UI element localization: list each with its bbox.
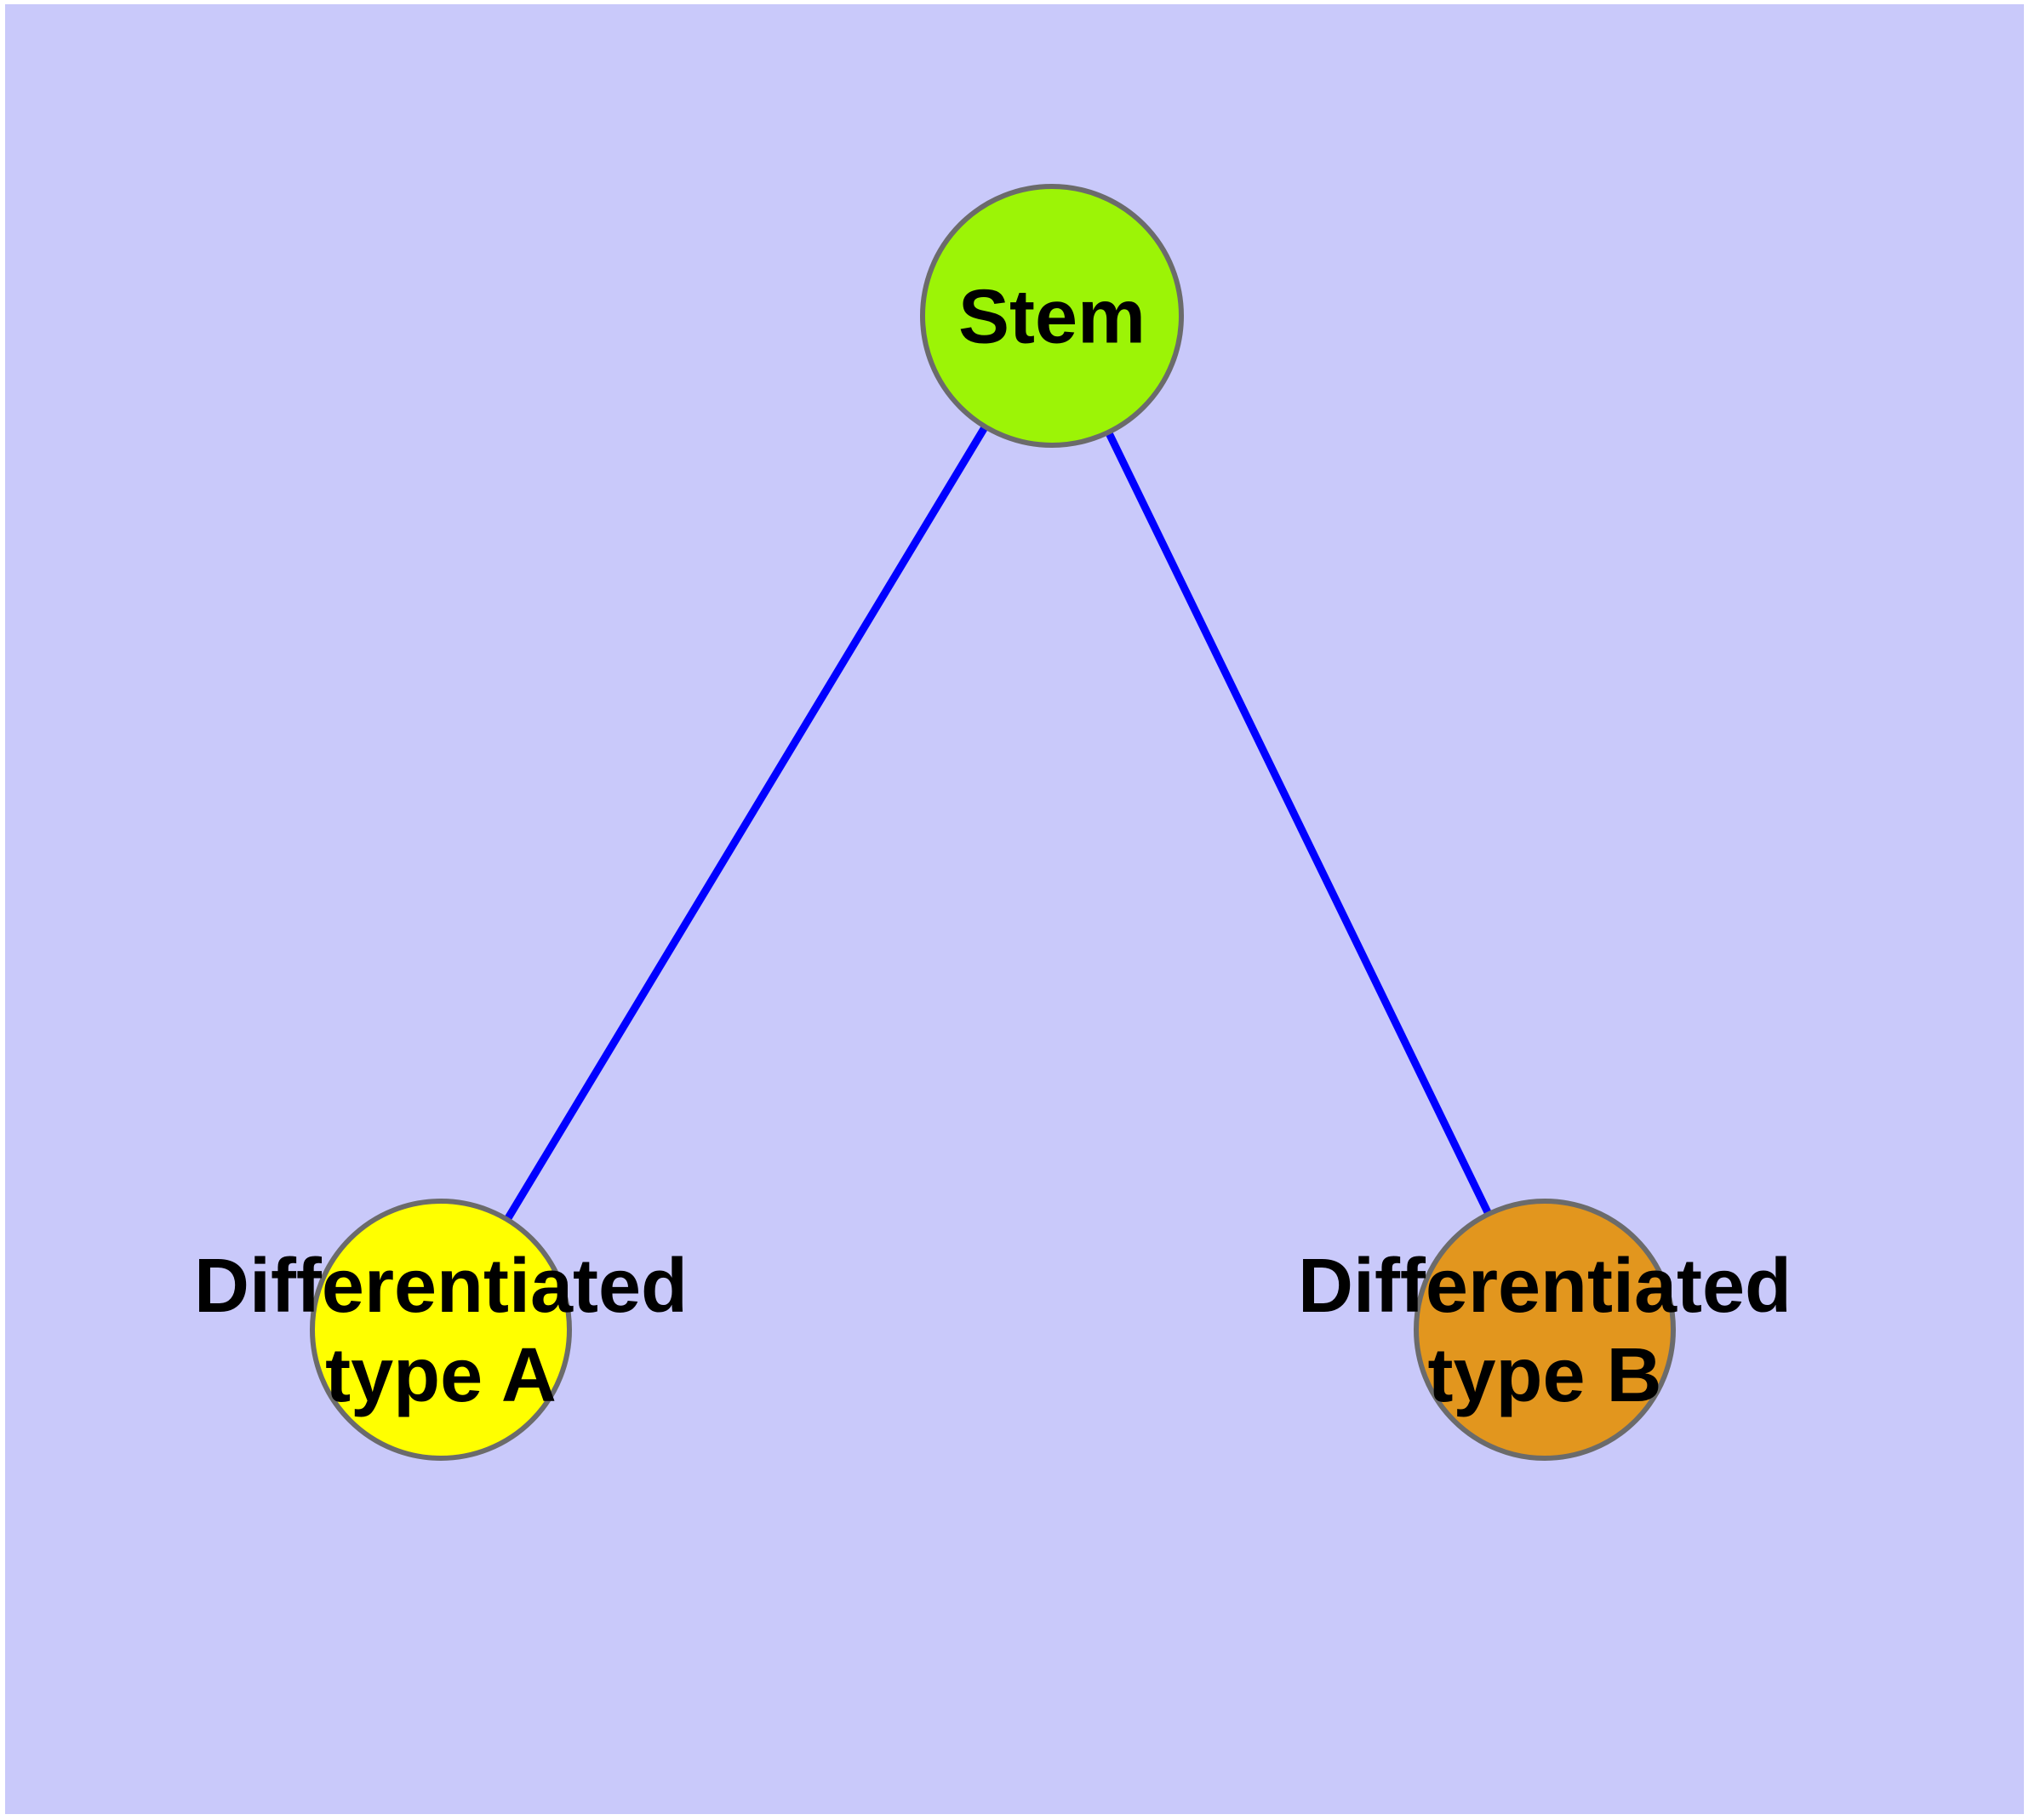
node-circle-diff_a[interactable] bbox=[310, 1199, 572, 1461]
node-label-diff_b-line-1: Differentiated bbox=[1298, 1244, 1792, 1329]
node-label-diff_a-line-1: Differentiated bbox=[194, 1244, 688, 1329]
graph-edge-stem-to-a bbox=[437, 313, 1055, 1332]
node-label-diff_b-line-2: type B bbox=[1427, 1333, 1661, 1418]
node-circle-diff_b[interactable] bbox=[1414, 1199, 1676, 1461]
node-label-diff_a-line-2: type A bbox=[325, 1333, 557, 1418]
graph-edge-stem-to-b bbox=[1048, 314, 1549, 1331]
graph-node-stem[interactable]: Stem bbox=[920, 184, 1184, 448]
edges-layer bbox=[437, 313, 1549, 1332]
node-label-stem-line-1: Stem bbox=[958, 275, 1146, 360]
node-circle-stem[interactable] bbox=[920, 184, 1184, 448]
